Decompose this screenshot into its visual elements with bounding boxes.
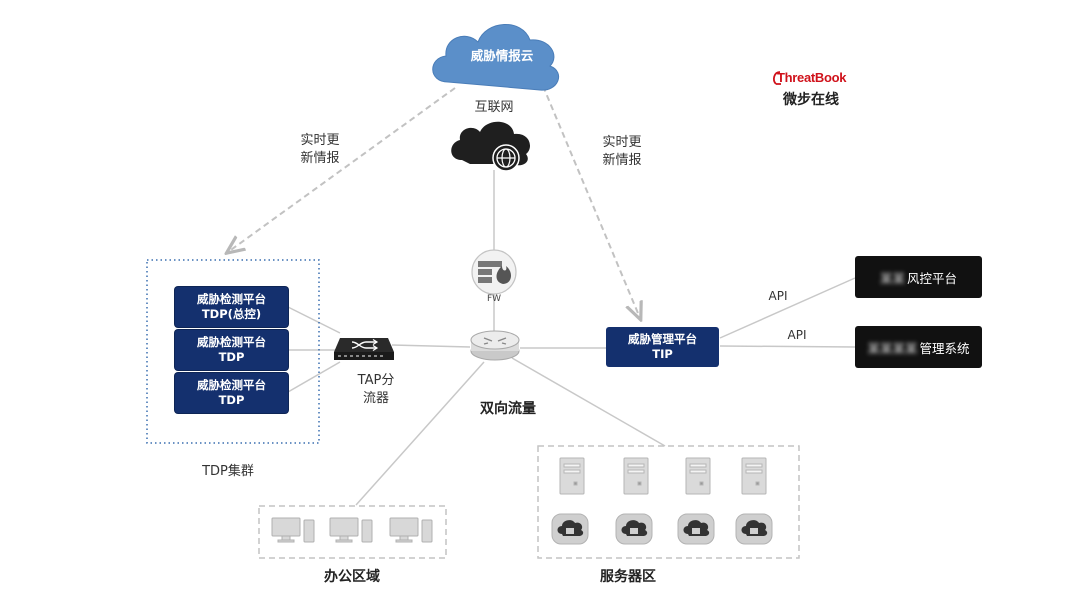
link-tap-router xyxy=(391,344,471,348)
update-arrow-left xyxy=(228,87,456,252)
tdp-box-title: 威胁检测平台 xyxy=(197,378,266,392)
tip-box-title: 威胁管理平台 xyxy=(628,332,697,346)
brand-logo-text: ThreatBook xyxy=(777,70,847,85)
internet-cloud-icon xyxy=(451,121,530,172)
server-zone-border xyxy=(537,445,800,559)
management-system-box: 某某某某管理系统 xyxy=(855,326,982,368)
api-label-bottom: API xyxy=(787,328,807,342)
link-tdp1-tap xyxy=(287,306,341,334)
server-towers xyxy=(559,457,767,495)
cloud-server-icon xyxy=(615,513,653,545)
office-zone-border xyxy=(258,505,447,559)
threat-intel-cloud-label: 威胁情报云 xyxy=(470,48,534,63)
threat-intel-cloud-icon xyxy=(432,24,560,91)
tdp-cluster-border xyxy=(146,259,320,444)
cloud-server-icon xyxy=(735,513,773,545)
firewall-icon xyxy=(471,249,517,295)
tap-switch-icon xyxy=(334,338,394,360)
brand-name: 微步在线 xyxy=(783,92,839,108)
update-label-left: 实时更 新情报 xyxy=(300,133,340,166)
computer-icon xyxy=(389,517,433,543)
server-icon xyxy=(685,457,711,495)
tdp-cluster-label: TDP集群 xyxy=(202,464,254,479)
server-icon xyxy=(559,457,585,495)
update-arrow-right xyxy=(542,85,640,318)
link-router-office xyxy=(355,361,485,506)
link-tip-api-top xyxy=(719,277,856,339)
management-system-label: 管理系统 xyxy=(919,340,970,356)
tip-box-subtitle: TIP xyxy=(652,347,673,361)
api-label-top: API xyxy=(768,289,788,303)
tdp-box-subtitle: TDP xyxy=(218,393,245,407)
tdp-box-subtitle: TDP(总控) xyxy=(201,307,262,321)
computer-icon xyxy=(271,517,315,543)
office-zone-label: 办公区域 xyxy=(324,569,380,585)
risk-control-platform-box: 某某风控平台 xyxy=(855,256,982,298)
computer-icon xyxy=(329,517,373,543)
redacted-text: 某某 xyxy=(879,270,905,286)
tdp-box-title: 威胁检测平台 xyxy=(197,292,266,306)
server-icon xyxy=(741,457,767,495)
internet-label: 互联网 xyxy=(474,100,514,115)
update-label-right: 实时更 新情报 xyxy=(602,135,642,168)
server-icon xyxy=(623,457,649,495)
redacted-text: 某某某某 xyxy=(867,340,918,356)
tdp-box-subtitle: TDP xyxy=(218,350,245,364)
risk-control-platform-label: 风控平台 xyxy=(907,270,958,286)
link-tip-api-bottom xyxy=(719,345,856,348)
tap-label: TAP分 流器 xyxy=(357,373,395,406)
tdp-box-title: 威胁检测平台 xyxy=(197,335,266,349)
link-router-servers xyxy=(511,357,666,447)
threatbook-logo-mark xyxy=(773,71,781,85)
cloud-server-icon xyxy=(677,513,715,545)
server-zone-label: 服务器区 xyxy=(600,569,656,585)
cloud-server-icon xyxy=(551,513,589,545)
router-icon xyxy=(470,330,520,361)
link-tdp3-tap xyxy=(287,361,341,393)
firewall-label: FW xyxy=(486,294,502,304)
office-computers xyxy=(271,517,433,543)
traffic-label: 双向流量 xyxy=(480,401,536,417)
cloud-services xyxy=(551,513,773,545)
